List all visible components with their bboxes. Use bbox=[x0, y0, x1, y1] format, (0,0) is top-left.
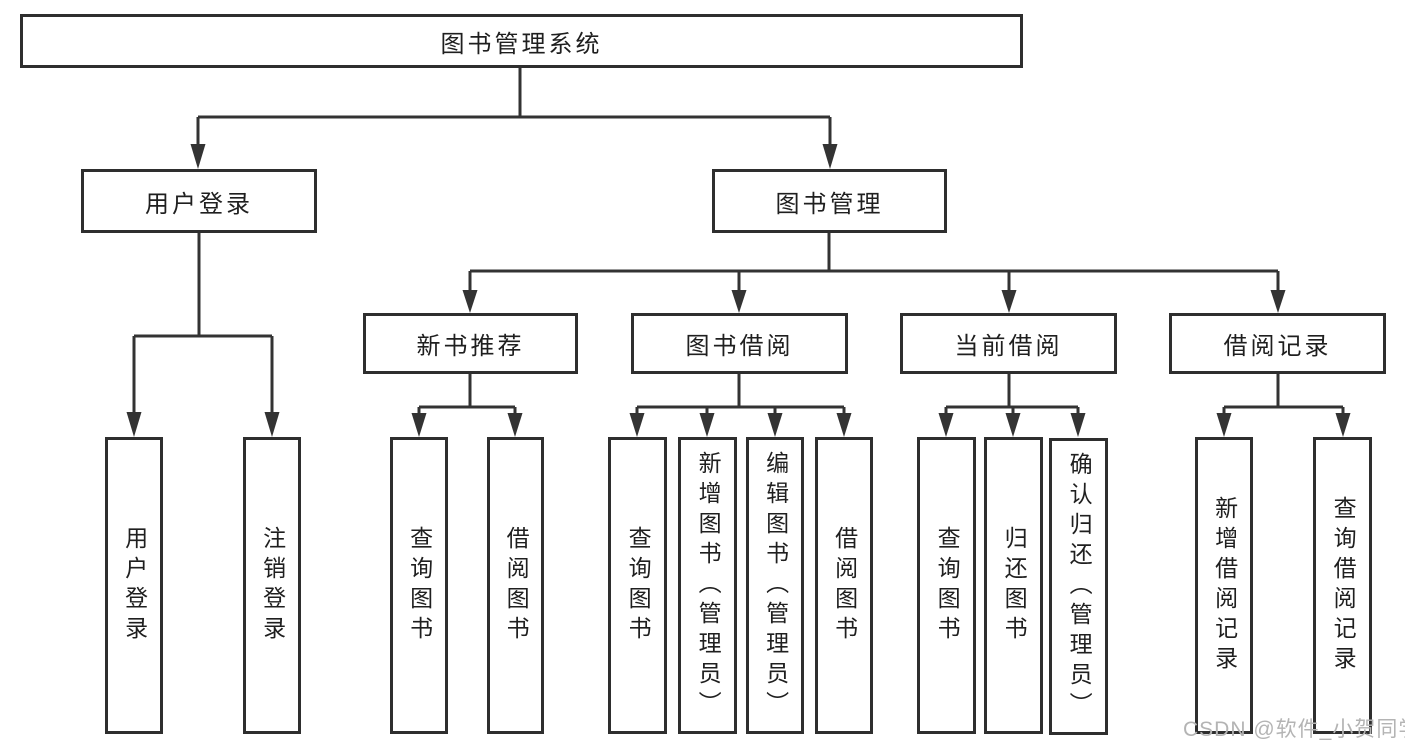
node-library-management-system: 图书管理系统 bbox=[20, 14, 1023, 68]
node-book-borrowing: 图书借阅 bbox=[631, 313, 848, 374]
leaf-current-confirm-return-admin: 确认归还（管理员） bbox=[1049, 438, 1108, 735]
node-book-management: 图书管理 bbox=[712, 169, 947, 233]
leaf-borrowing-query-books: 查询图书 bbox=[608, 437, 667, 734]
leaf-newrec-borrow-books: 借阅图书 bbox=[487, 437, 544, 734]
connector-book-management bbox=[468, 233, 1280, 292]
node-user-login: 用户登录 bbox=[81, 169, 317, 233]
leaf-records-add-borrow-record: 新增借阅记录 bbox=[1195, 437, 1253, 734]
connector-leaf-drops bbox=[417, 407, 1345, 416]
arrowhead bbox=[938, 413, 954, 437]
leaf-newrec-query-books: 查询图书 bbox=[390, 437, 448, 734]
arrowhead bbox=[507, 413, 523, 437]
arrowhead bbox=[629, 413, 645, 437]
connector-leaf-stubs bbox=[468, 374, 1280, 407]
node-new-book-recommend: 新书推荐 bbox=[363, 313, 578, 374]
leaf-logout: 注销登录 bbox=[243, 437, 301, 734]
watermark: CSDN @软件_小贺同学 bbox=[1183, 718, 1405, 741]
arrowhead bbox=[1335, 413, 1351, 437]
arrowhead bbox=[731, 290, 747, 313]
leaf-borrowing-edit-books-admin: 编辑图书（管理员） bbox=[746, 437, 804, 734]
leaf-current-query-books: 查询图书 bbox=[917, 437, 976, 734]
leaf-user-login: 用户登录 bbox=[105, 437, 163, 734]
arrowhead bbox=[699, 413, 715, 437]
arrowhead bbox=[126, 412, 142, 437]
node-current-borrowing: 当前借阅 bbox=[900, 313, 1117, 374]
leaf-records-query-borrow-record: 查询借阅记录 bbox=[1313, 437, 1372, 734]
arrowhead bbox=[264, 412, 280, 437]
arrowhead bbox=[190, 144, 206, 169]
arrowhead bbox=[767, 413, 783, 437]
arrowhead bbox=[1270, 290, 1286, 313]
arrowhead bbox=[822, 144, 838, 169]
arrowhead bbox=[1070, 413, 1086, 437]
node-borrowing-records: 借阅记录 bbox=[1169, 313, 1386, 374]
arrowhead bbox=[836, 413, 852, 437]
arrowhead bbox=[411, 413, 427, 437]
connector-user-login bbox=[132, 233, 274, 414]
leaf-borrowing-borrow-books: 借阅图书 bbox=[815, 437, 873, 734]
leaf-borrowing-add-books-admin: 新增图书（管理员） bbox=[678, 437, 737, 734]
arrowhead bbox=[1001, 290, 1017, 313]
arrowhead bbox=[1005, 413, 1021, 437]
arrowhead bbox=[1216, 413, 1232, 437]
connector-root bbox=[196, 68, 832, 146]
leaf-current-return-books: 归还图书 bbox=[984, 437, 1043, 734]
arrowhead bbox=[462, 290, 478, 313]
